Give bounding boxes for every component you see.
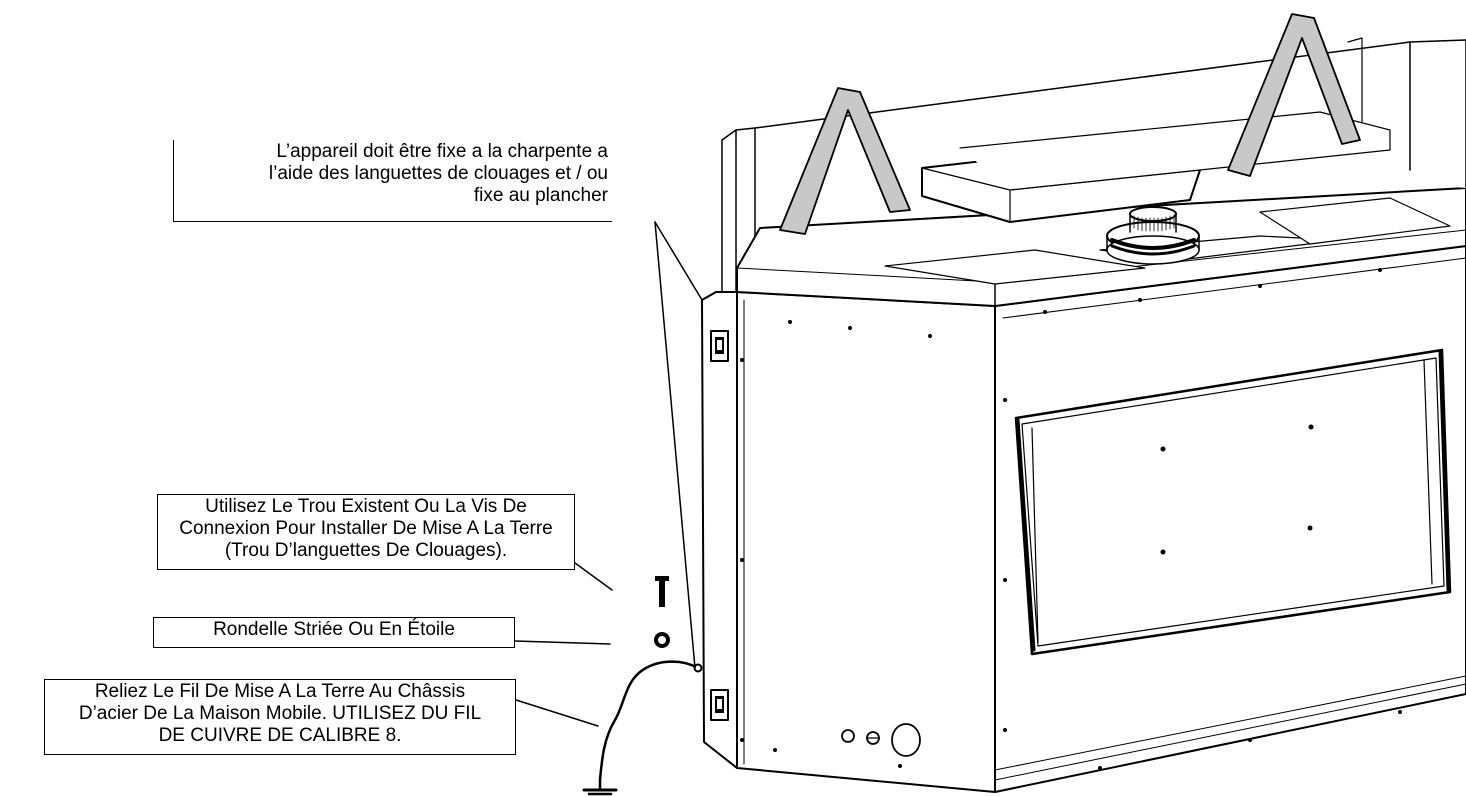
existing-hole-callout: Utilisez Le Trou Existent Ou La Vis De C… [157, 494, 575, 570]
callout-line: Utilisez Le Trou Existent Ou La Vis De [205, 496, 527, 517]
nailing-tab-upper [710, 330, 729, 362]
washer-icon [654, 632, 670, 648]
callout-line: fixe au plancher [473, 185, 608, 206]
callout-line: Rondelle Striée Ou En Étoile [213, 619, 455, 640]
washer-callout: Rondelle Striée Ou En Étoile [153, 617, 515, 648]
anchoring-callout: L’appareil doit être fixe a la charpente… [173, 140, 612, 222]
callout-line: DE CUIVRE DE CALIBRE 8. [158, 725, 402, 746]
callout-line: Connexion Pour Installer De Mise A La Te… [179, 518, 553, 539]
callout-line: L’appareil doit être fixe a la charpente… [276, 141, 608, 162]
leader-lines [514, 221, 703, 727]
callout-line: D’acier De La Maison Mobile. UTILISEZ DU… [78, 703, 482, 724]
ground-wire [598, 660, 703, 782]
callout-line: (Trou D’languettes De Clouages). [224, 540, 508, 561]
bolt-icon [655, 576, 669, 607]
ground-symbol-icon [582, 778, 618, 796]
ground-wire-callout: Reliez Le Fil De Mise A La Terre Au Châs… [44, 679, 516, 755]
nailing-tab-lower [710, 689, 729, 721]
callout-line: Reliez Le Fil De Mise A La Terre Au Châs… [94, 681, 466, 702]
fireplace-unit [701, 13, 1466, 793]
callout-line: l’aide des languettes de clouages et / o… [268, 163, 608, 184]
